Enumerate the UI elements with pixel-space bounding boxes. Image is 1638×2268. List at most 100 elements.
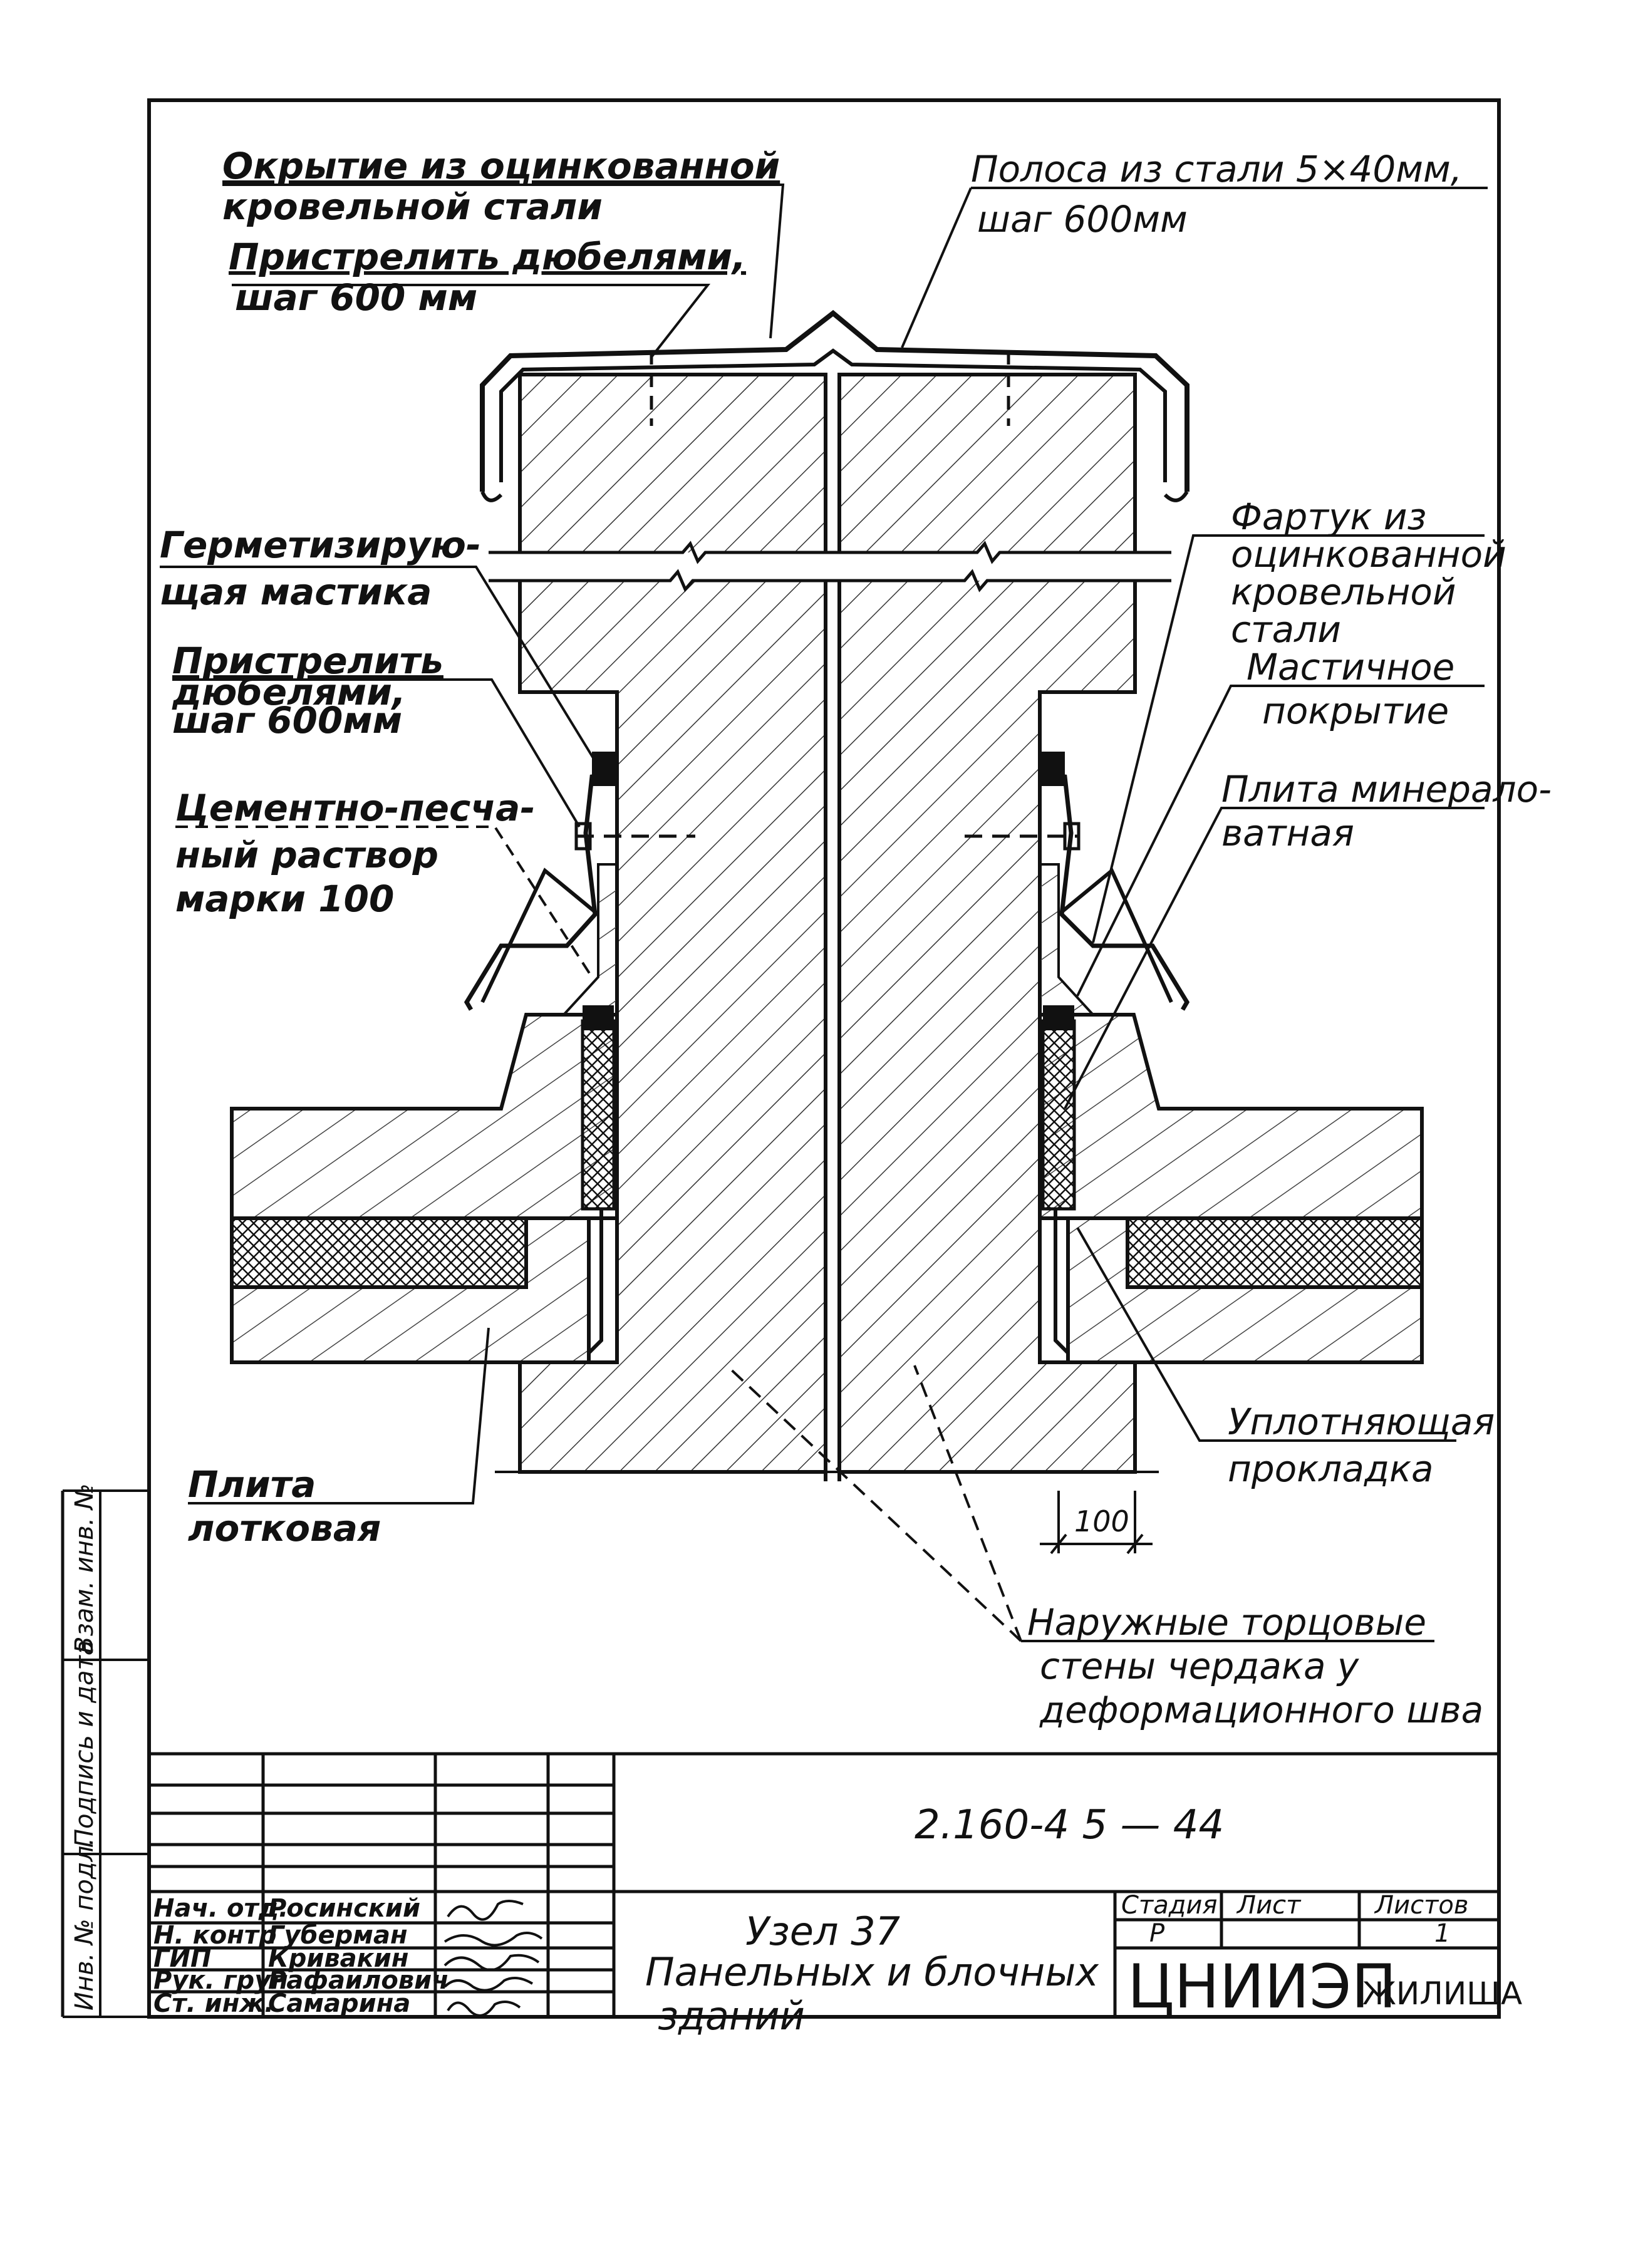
right-gasket bbox=[1041, 1019, 1076, 1211]
signature-5 bbox=[447, 2001, 521, 2017]
label-strip: Полоса из стали 5×40мм, шаг 600мм bbox=[971, 148, 1462, 241]
coping-line-3: Пристрелить дюбелями, bbox=[229, 236, 746, 278]
tray-line-1: Плита bbox=[188, 1463, 316, 1506]
sealant-line-1: Герметизирую- bbox=[160, 524, 481, 566]
right-dowel-head bbox=[1063, 822, 1081, 851]
apron-line-4: стали bbox=[1231, 608, 1341, 651]
leader-walls-a bbox=[725, 1364, 1022, 1642]
left-tray-slab bbox=[230, 1216, 591, 1364]
side-stamp-inv: Инв. № подл. bbox=[70, 1838, 99, 2011]
right-gasket-top bbox=[1043, 1005, 1074, 1030]
coping-flashing bbox=[480, 309, 1190, 502]
left-gasket-top bbox=[583, 1005, 614, 1030]
tray-line-2: лотковая bbox=[188, 1507, 381, 1550]
role-2: Н. контр bbox=[153, 1921, 277, 1950]
dimension-value: 100 bbox=[1074, 1504, 1129, 1538]
break-line-top bbox=[489, 541, 1171, 564]
name-4: Рафаилович bbox=[268, 1966, 449, 1995]
leader-sealant bbox=[160, 566, 596, 762]
side-stamp-sign: Подпись и дата bbox=[70, 1640, 99, 1848]
label-apron: Фартук из оцинкованной кровельной стали bbox=[1231, 495, 1506, 651]
col-header-stage: Стадия bbox=[1121, 1891, 1217, 1920]
coping-inner bbox=[499, 348, 1167, 482]
side-stamp-replace: Взам. инв. № bbox=[70, 1483, 99, 1654]
left-apron-outer bbox=[480, 867, 599, 1003]
left-screed bbox=[230, 1013, 619, 1220]
name-2: Губерман bbox=[268, 1921, 408, 1950]
leader-coping bbox=[222, 184, 785, 339]
signature-4 bbox=[443, 1977, 534, 1992]
leader-mortar bbox=[175, 826, 593, 978]
leader-dowel-top bbox=[232, 284, 711, 358]
leader-wool bbox=[1064, 807, 1485, 1109]
role-1: Нач. отд. bbox=[153, 1894, 288, 1923]
drawing-code: 2.160-4 5 — 44 bbox=[915, 1802, 1224, 1848]
gasket-line-1: Уплотняющая bbox=[1228, 1401, 1495, 1443]
right-insulation bbox=[1126, 1216, 1424, 1289]
title-line-1: Узел 37 bbox=[745, 1908, 900, 1954]
leader-apron bbox=[1092, 534, 1485, 943]
dimension-100: 100 bbox=[1040, 1491, 1153, 1555]
title-line-3: зданий bbox=[658, 1993, 805, 2039]
break-line-bottom bbox=[489, 569, 1171, 593]
break-gap bbox=[489, 552, 1171, 581]
label-tray-slab: Плита лотковая bbox=[188, 1463, 381, 1550]
mastic-line-1: Мастичное bbox=[1247, 646, 1454, 688]
leader-dowels-left bbox=[172, 678, 581, 828]
label-sealant: Герметизирую- щая мастика bbox=[160, 524, 481, 613]
right-apron bbox=[1039, 771, 1190, 1011]
leader-tray bbox=[188, 1327, 490, 1504]
mortar-line-1: Цементно-песча- bbox=[175, 787, 535, 829]
mastic-line-2: покрытие bbox=[1262, 690, 1449, 732]
left-dowel-head bbox=[574, 822, 592, 851]
role-5: Ст. инж. bbox=[153, 1989, 274, 2018]
coping-sheet bbox=[480, 309, 1190, 492]
role-4: Рук. груп bbox=[153, 1966, 288, 1995]
dowels-line-3: шаг 600мм bbox=[172, 699, 402, 742]
coping-line-2: кровельной стали bbox=[222, 185, 603, 228]
label-coping: Окрытие из оцинкованной кровельной стали… bbox=[222, 145, 780, 319]
org-logo: ЦНИИЭП bbox=[1127, 1952, 1397, 2022]
leader-lines bbox=[160, 184, 1488, 1642]
coping-drip-right bbox=[1163, 490, 1189, 502]
wool-line-1: Плита минерало- bbox=[1221, 768, 1552, 810]
dowels-line-2: дюбелями, bbox=[172, 671, 406, 713]
walls-line-1: Наружные торцовые bbox=[1027, 1601, 1426, 1644]
dowels-line-1: Пристрелить bbox=[172, 639, 443, 682]
label-gasket: Уплотняющая прокладка bbox=[1228, 1401, 1495, 1490]
leader-mastic bbox=[1076, 685, 1485, 997]
left-roof-assembly bbox=[230, 752, 695, 1364]
walls-line-3: деформационного шва bbox=[1039, 1689, 1483, 1731]
leader-walls-b bbox=[913, 1365, 1022, 1642]
signatures bbox=[443, 1900, 543, 2017]
left-gasket bbox=[581, 1019, 616, 1211]
mortar-line-3: марки 100 bbox=[175, 878, 394, 920]
label-dowels: Пристрелить дюбелями, шаг 600мм bbox=[172, 639, 443, 742]
coping-line-4: шаг 600 мм bbox=[235, 276, 477, 319]
wall-section bbox=[489, 373, 1171, 1481]
left-flashing-down bbox=[587, 1209, 603, 1355]
name-1: Росинский bbox=[268, 1894, 420, 1923]
title-block-grid bbox=[149, 1752, 1499, 2017]
title-line-2: Панельных и блочных bbox=[645, 1949, 1099, 1995]
apron-line-2: оцинкованной bbox=[1231, 533, 1506, 576]
label-walls: Наружные торцовые стены чердака у деформ… bbox=[1027, 1601, 1483, 1731]
strip-line-1: Полоса из стали 5×40мм, bbox=[971, 148, 1462, 190]
mortar-line-2: ный раствор bbox=[175, 834, 438, 876]
walls-line-2: стены чердака у bbox=[1040, 1645, 1359, 1687]
coping-drip-left bbox=[480, 490, 503, 502]
left-apron bbox=[464, 771, 618, 1011]
name-5: Самарина bbox=[268, 1989, 410, 2018]
wool-line-2: ватная bbox=[1221, 812, 1354, 854]
gasket-line-2: прокладка bbox=[1228, 1447, 1434, 1490]
col-value-sheets: 1 bbox=[1434, 1919, 1450, 1948]
side-stamp bbox=[63, 1489, 149, 2018]
right-sealant bbox=[1040, 752, 1065, 786]
signature-1 bbox=[447, 1900, 524, 1921]
signature-2 bbox=[443, 1932, 543, 1947]
sealant-line-2: щая мастика bbox=[160, 571, 432, 613]
apron-line-3: кровельной bbox=[1231, 571, 1456, 613]
label-wool: Плита минерало- ватная bbox=[1221, 768, 1552, 854]
leader-gasket bbox=[1076, 1227, 1456, 1442]
